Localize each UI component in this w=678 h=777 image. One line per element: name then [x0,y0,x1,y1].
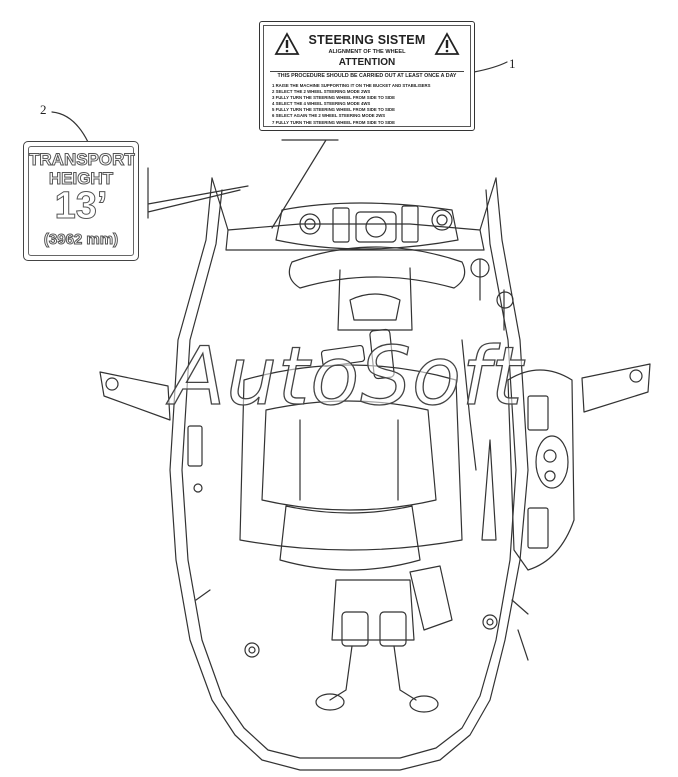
steering-step: 6 SELECT AGAIN THE 2 WHEEL STEERING MODE… [272,113,386,119]
steering-step: 5 FULLY TURN THE STEERING WHEEL FROM SID… [272,107,396,113]
brake-pedal [320,344,366,368]
steering-step: 3 FULLY TURN THE STEERING WHEEL FROM SID… [272,95,396,101]
rear-pedal [409,565,453,631]
steering-decal-title: STEERING SISTEM [308,33,426,47]
dashboard [275,202,459,250]
callout-1: 1 [509,56,516,71]
loader-control [331,579,415,641]
height-decal-line1: TRANSPORT [29,150,136,170]
steering-step: 1 RAISE THE MACHINE SUPPORTING IT ON THE… [272,83,431,88]
height-decal-metric: (3962 mm) [43,231,119,249]
steering-decal-divider [270,71,464,72]
height-decal-line2: HEIGHT [48,169,114,189]
watermark: AutoSoft [170,329,524,423]
warning-triangle-icon [274,32,300,55]
height-decal-border: TRANSPORT HEIGHT 13’ (3962 mm) [28,146,136,256]
transport-height-decal: TRANSPORT HEIGHT 13’ (3962 mm) [23,141,139,261]
steering-step: 4 SELECT THE 4 WHEEL STEERING MODE 4WS [272,101,371,107]
side-console [507,369,575,571]
steering-decal-border: STEERING SISTEM ALIGNMENT OF THE WHEEL A… [263,25,471,127]
steering-step: 7 FULLY TURN THE STEERING WHEEL FROM SID… [272,119,396,125]
steering-decal-subtitle: ALIGNMENT OF THE WHEEL [328,49,406,55]
steering-wheel [288,246,466,289]
callout-2: 2 [40,102,47,117]
steering-decal-steps: 1 RAISE THE MACHINE SUPPORTING IT ON THE… [272,83,431,126]
steering-decal-procedure: THIS PROCEDURE SHOULD BE CARRIED OUT AT … [277,73,457,79]
steering-decal-attention: ATTENTION [338,57,396,68]
steering-alignment-decal: STEERING SISTEM ALIGNMENT OF THE WHEEL A… [259,21,475,131]
operator-seat [261,400,437,511]
accelerator-pedal [369,328,395,380]
leader-line-1 [473,61,508,73]
height-decal-value: 13’ [54,185,108,228]
pointer-height-decal [147,167,249,219]
steering-step: 2 SELECT THE 2 WHEEL STEERING MODE 2WS [272,89,371,95]
leader-line-2 [51,111,89,143]
cab-frame [169,177,529,771]
warning-triangle-icon [434,32,460,55]
pointer-steering-decal [271,139,339,229]
